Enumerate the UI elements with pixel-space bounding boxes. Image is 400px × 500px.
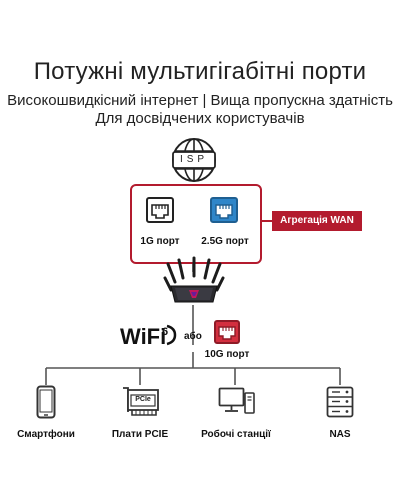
ethernet-port-2-5g-icon	[210, 197, 238, 223]
device-label-smartphones: Смартфони	[17, 429, 75, 440]
port-1g-label: 1G порт	[140, 236, 180, 247]
wan-ports-box	[130, 184, 262, 264]
or-label: або	[184, 331, 202, 342]
device-label-nas: NAS	[329, 429, 351, 440]
port-10g-label: 10G порт	[204, 349, 250, 360]
subtitle-line-1: Високошвидкісний інтернет | Вища пропуск…	[7, 92, 393, 109]
smartphone-icon	[36, 385, 56, 419]
isp-label: ISP	[179, 154, 209, 165]
page-title: Потужні мультигігабітні порти	[33, 58, 367, 85]
workstation-icon	[218, 387, 256, 417]
isp-globe-icon	[170, 136, 218, 184]
ethernet-port-1g-icon	[146, 197, 174, 223]
wifi-6-badge	[164, 324, 178, 346]
port-2-5g-label: 2.5G порт	[201, 236, 249, 247]
device-label-pcie: Плати PCIE	[111, 429, 169, 440]
wifi-6-logo: WiFi	[120, 324, 166, 350]
wifi-label: WiFi	[120, 324, 167, 349]
router-icon	[163, 256, 225, 308]
nas-icon	[326, 386, 354, 418]
wifi-generation: 6	[162, 326, 169, 338]
pcie-chip-text: PCIe	[135, 396, 151, 403]
pcie-card-icon	[122, 386, 160, 418]
subtitle-line-2: Для досвідчених користувачів	[95, 110, 305, 127]
device-label-workstations: Робочі станції	[201, 429, 271, 440]
ethernet-port-10g-icon	[214, 320, 240, 344]
wan-aggregation-badge: Агрегація WAN	[272, 211, 362, 231]
